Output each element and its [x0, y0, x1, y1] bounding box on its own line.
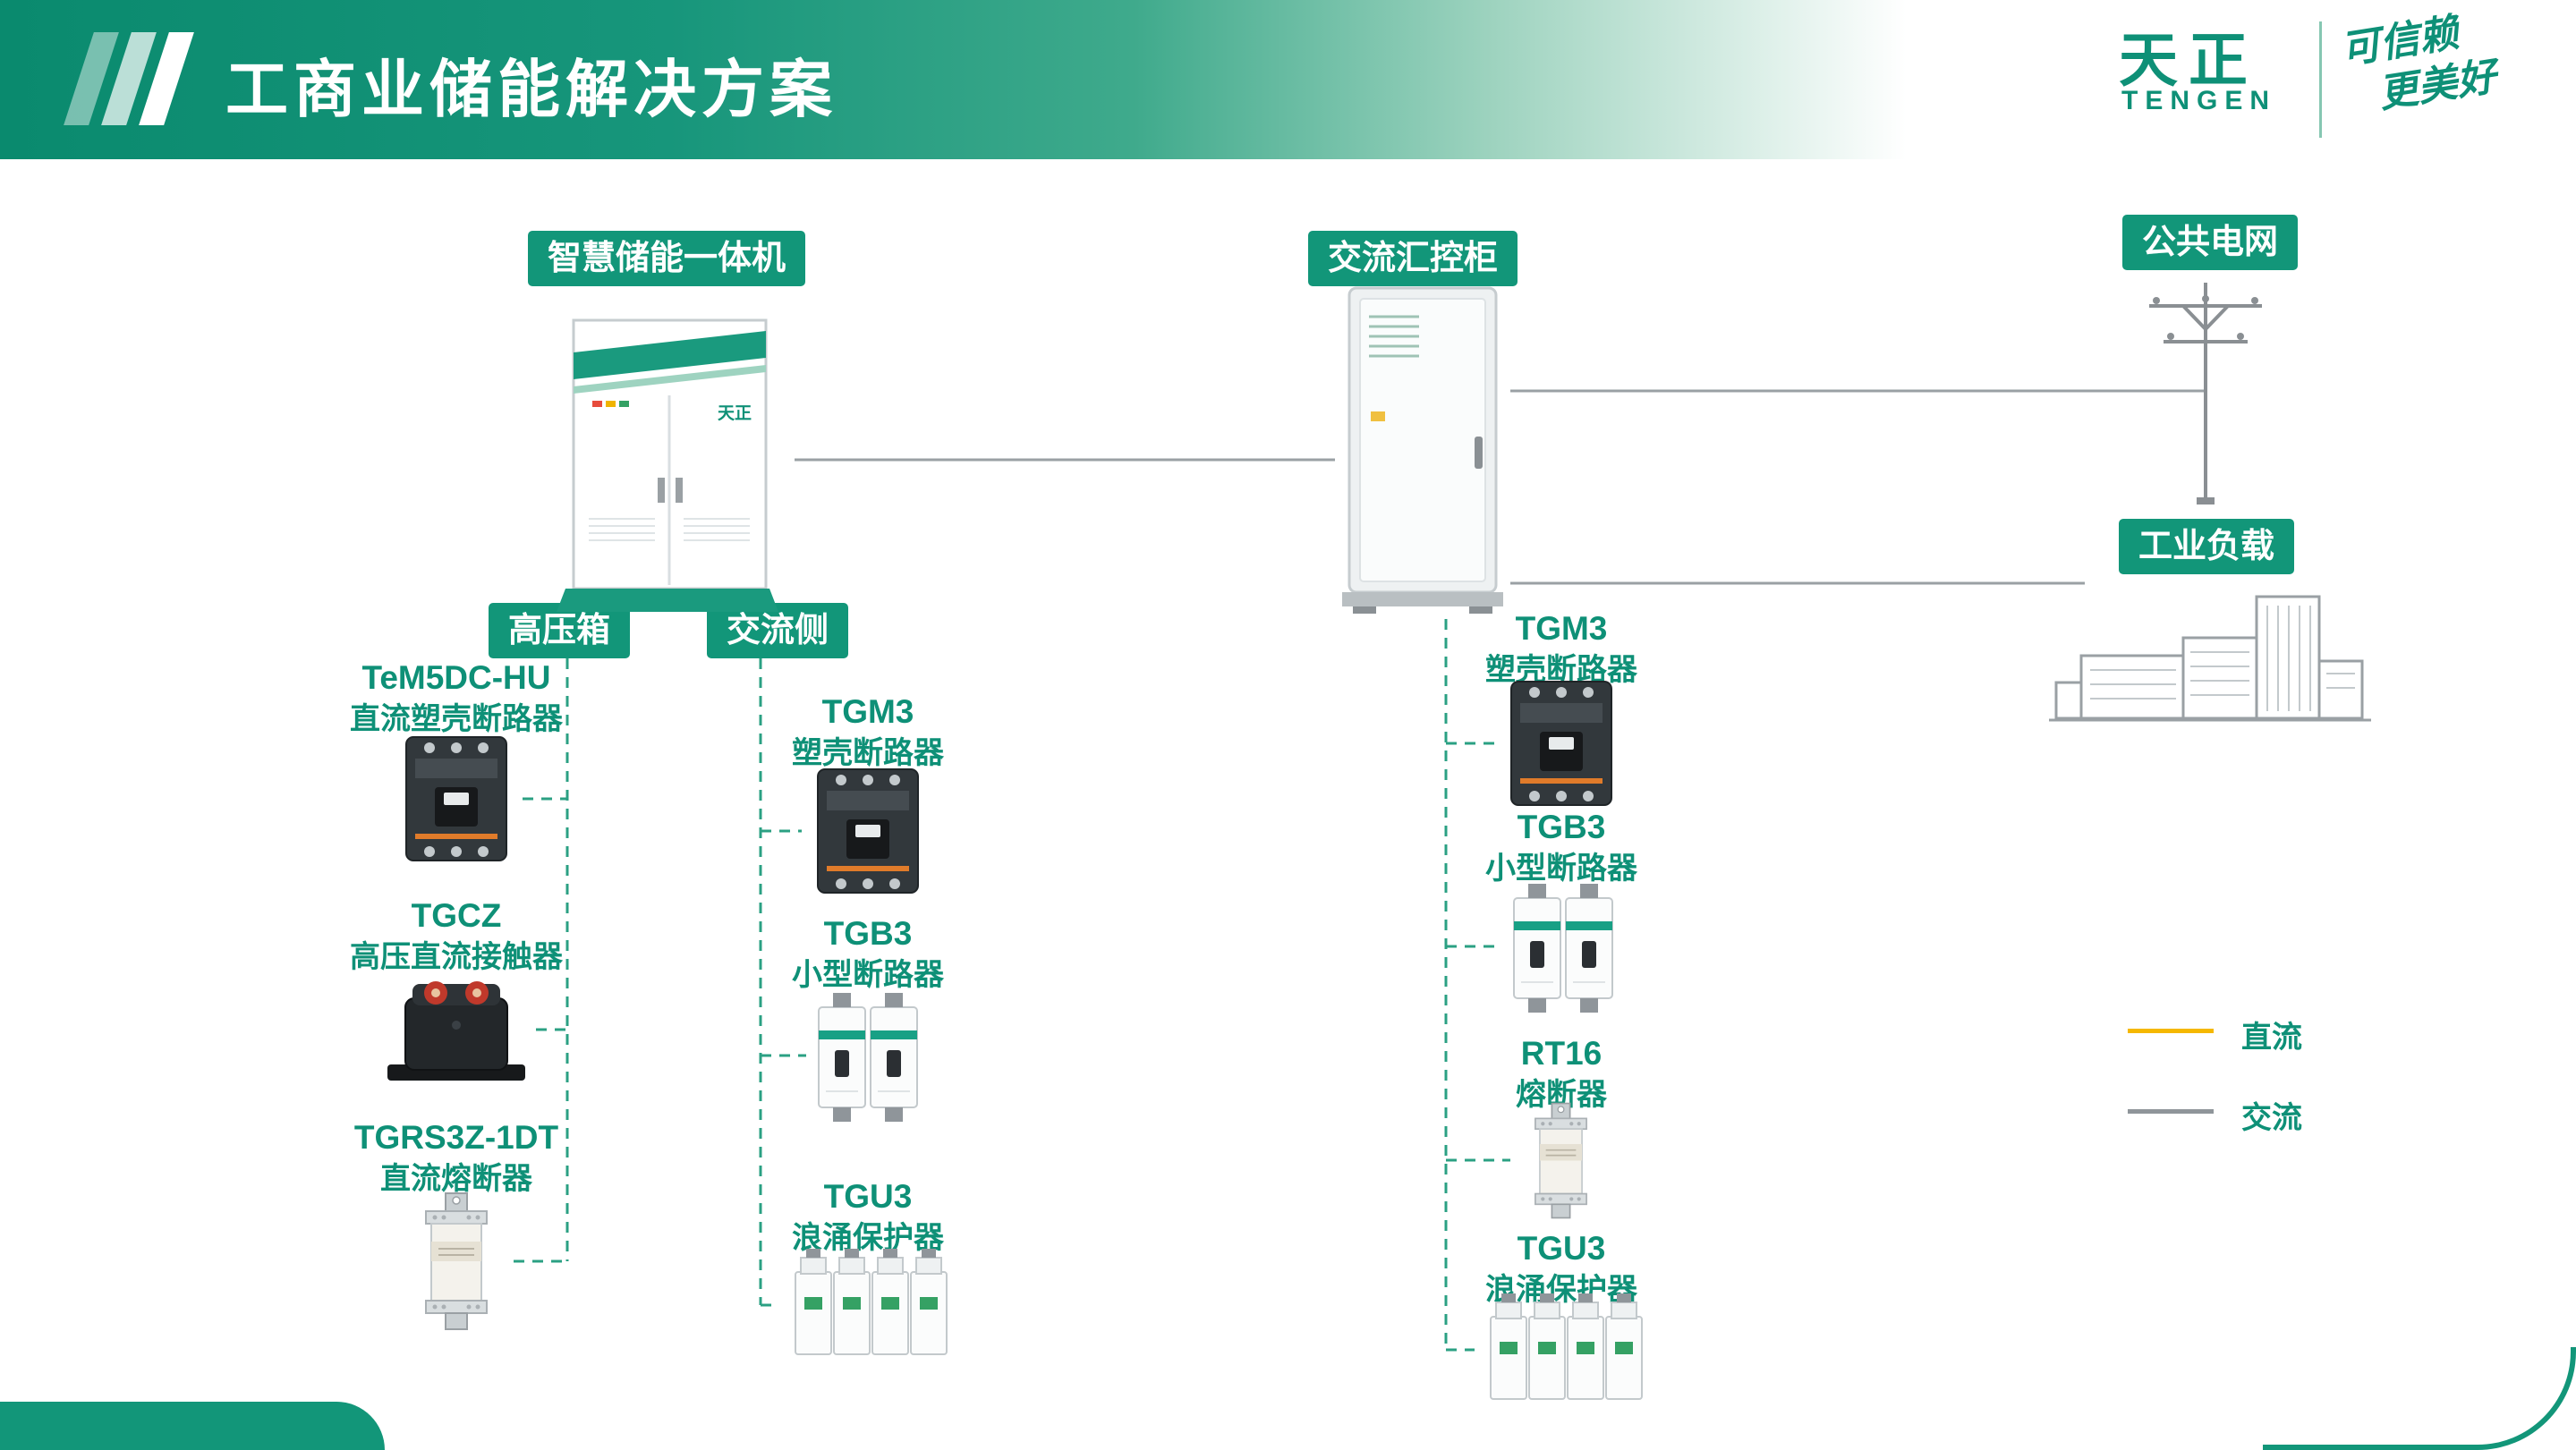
contactor-icon	[380, 971, 532, 1088]
product-name: 高压直流接触器	[350, 940, 563, 975]
product-label: TGB3 小型断路器	[716, 914, 1020, 994]
badge-hv-box: 高压箱	[489, 603, 631, 658]
product-model: TGU3	[823, 1178, 913, 1215]
product-name: 直流塑壳断路器	[350, 702, 563, 737]
utility-pole-image	[2130, 267, 2282, 517]
product-model: TeM5DC-HU	[361, 659, 551, 696]
product-name: 小型断路器	[1485, 852, 1637, 886]
storage-cabinet-image	[542, 301, 793, 623]
factory-building-image	[2049, 586, 2371, 729]
product-model: TGRS3Z-1DT	[353, 1119, 559, 1156]
ac-cabinet-image	[1333, 277, 1512, 617]
product-model: TGM3	[1515, 610, 1608, 647]
product-label: TeM5DC-HU 直流塑壳断路器	[304, 658, 608, 738]
product-model: TGB3	[823, 915, 913, 952]
product-name: 小型断路器	[792, 958, 944, 993]
tengen-logo-cn: 天正	[2119, 27, 2258, 93]
product-label: TGCZ 高压直流接触器	[304, 896, 608, 976]
product-name: 塑壳断路器	[792, 736, 944, 771]
badge-industrial-load: 工业负载	[2119, 519, 2295, 574]
mcb-icon	[810, 984, 926, 1127]
legend-dc-label: 直流	[2241, 1021, 2302, 1055]
mcb-icon	[1505, 875, 1621, 1018]
product-label: TGU3 浪涌保护器	[716, 1177, 1020, 1257]
product-label: TGB3 小型断路器	[1409, 808, 1713, 887]
fuse-icon	[403, 1190, 510, 1333]
mccb-icon	[394, 732, 519, 866]
product-model: RT16	[1520, 1035, 1603, 1072]
product-name: 直流熔断器	[380, 1162, 532, 1197]
badge-storage-unit: 智慧储能一体机	[528, 231, 806, 286]
product-label: TGRS3Z-1DT 直流熔断器	[304, 1118, 608, 1198]
page-title: 工商业储能解决方案	[225, 55, 837, 124]
product-label: TGM3 塑壳断路器	[716, 692, 1020, 772]
fuse-icon	[1516, 1100, 1606, 1221]
product-label: TGM3 塑壳断路器	[1409, 609, 1713, 689]
badge-ac-side: 交流侧	[707, 603, 849, 658]
product-model: TGM3	[821, 693, 914, 730]
title-bars-icon	[64, 32, 194, 125]
legend-ac-line	[2128, 1109, 2214, 1114]
mccb-icon	[805, 764, 931, 898]
product-model: TGB3	[1517, 809, 1606, 845]
spd-icon	[783, 1247, 953, 1363]
product-model: TGCZ	[411, 897, 502, 934]
product-model: TGU3	[1517, 1230, 1606, 1267]
badge-ac-cabinet: 交流汇控柜	[1308, 231, 1518, 286]
legend-dc-line	[2128, 1029, 2214, 1033]
spd-icon	[1478, 1292, 1648, 1408]
bottom-left-corner-decoration	[0, 1402, 385, 1450]
header-banner: 工商业储能解决方案	[0, 0, 2576, 159]
logo-divider	[2319, 21, 2322, 138]
tengen-logo-en: TENGEN	[2121, 86, 2277, 115]
legend-ac-label: 交流	[2241, 1101, 2302, 1135]
bottom-right-corner-decoration	[2263, 1347, 2576, 1450]
badge-public-grid: 公共电网	[2122, 215, 2299, 270]
mccb-icon	[1499, 676, 1624, 810]
